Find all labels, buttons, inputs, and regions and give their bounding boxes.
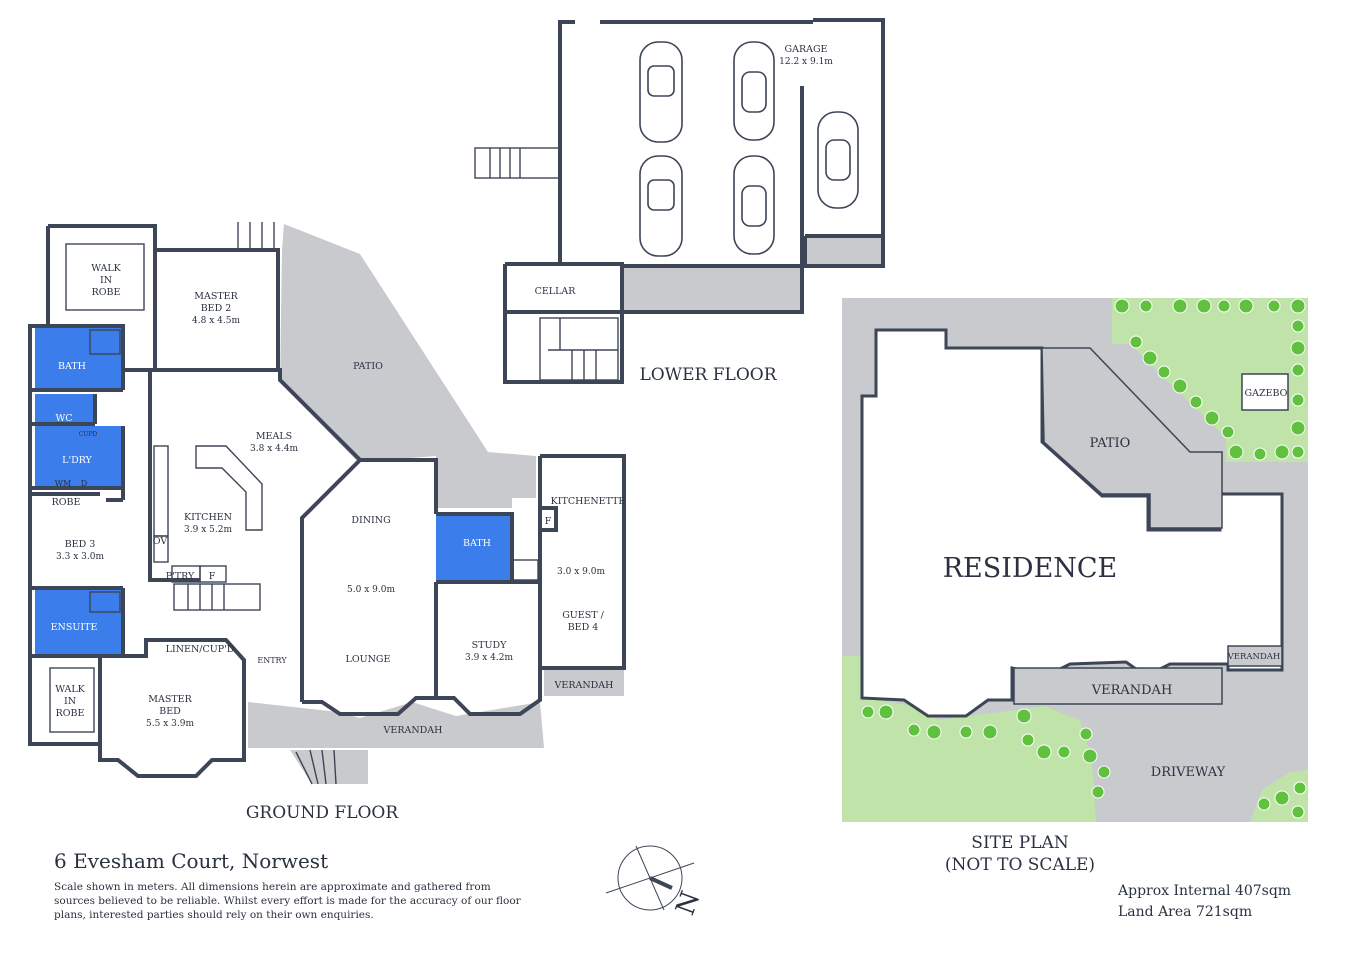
linen-label: LINEN/CUP'D — [166, 644, 235, 655]
rear-lawn — [1112, 298, 1308, 462]
site-plan-note: (NOT TO SCALE) — [945, 855, 1095, 875]
walk-in-robe2-label-3: ROBE — [56, 708, 85, 719]
cupd-label: CUPD — [79, 431, 98, 438]
land-area: Land Area 721sqm — [1118, 904, 1253, 920]
disclaimer-text: Scale shown in meters. All dimensions he… — [54, 881, 521, 921]
dining-label: DINING — [351, 515, 390, 526]
front-lawn — [842, 656, 1096, 822]
site-verandah-label: VERANDAH — [1091, 683, 1173, 698]
meals-label: MEALS — [256, 431, 292, 442]
site-verandah — [1013, 667, 1223, 705]
walk-in-robe-label-2: IN — [100, 275, 112, 286]
ground-floor-plan: WALK IN ROBE MASTER BED 2 4.8 x 4.5m PAT… — [28, 222, 626, 785]
internal-area: Approx Internal 407sqm — [1118, 883, 1292, 899]
front-steps-area — [290, 750, 368, 784]
patio-label: PATIO — [353, 361, 383, 372]
master-bed2-label-2: BED 2 — [201, 303, 232, 314]
lounge-label: LOUNGE — [346, 654, 391, 665]
residence-footprint — [860, 328, 1284, 718]
bath2-label: BATH — [463, 538, 491, 549]
verandah-label: VERANDAH — [383, 725, 443, 736]
driveway-label: DRIVEWAY — [1151, 765, 1226, 780]
walk-in-robe2-label-2: IN — [64, 696, 76, 707]
laundry-label: L'DRY — [62, 455, 92, 466]
garage-cars — [639, 41, 859, 257]
gazebo-box — [1241, 373, 1289, 411]
gazebo-label: GAZEBO — [1245, 388, 1288, 399]
kitchenette-fridge-label: F — [545, 516, 552, 527]
lower-stairs — [474, 147, 619, 381]
walk-in-robe-label-3: ROBE — [92, 287, 121, 298]
meals-dimensions: 3.8 x 4.4m — [250, 444, 298, 454]
ensuite-label: ENSUITE — [51, 622, 98, 633]
side-verandah-area — [544, 668, 624, 696]
master-bed-label-1: MASTER — [148, 694, 192, 705]
guest-dimensions: 3.0 x 9.0m — [557, 567, 605, 577]
guest-label-2: BED 4 — [568, 622, 599, 633]
dining-dimensions: 5.0 x 9.0m — [347, 585, 395, 595]
oven-label: OV — [153, 536, 168, 547]
master-bed-label-2: BED — [159, 706, 181, 717]
patio-area — [280, 224, 536, 508]
ground-floor-title: GROUND FLOOR — [246, 803, 400, 823]
guest-label-1: GUEST / — [562, 610, 604, 621]
pantry-label: P'TRY — [166, 571, 195, 582]
lower-floor-title: LOWER FLOOR — [639, 365, 777, 385]
study-dimensions: 3.9 x 4.2m — [465, 653, 513, 663]
master-bed-dimensions: 5.5 x 3.9m — [146, 719, 194, 729]
laundry-area — [35, 426, 123, 488]
kitchen-dimensions: 3.9 x 5.2m — [184, 525, 232, 535]
residence-label: RESIDENCE — [943, 553, 1118, 584]
site-plan: RESIDENCE PATIO GAZEBO VERANDAH VERANDAH… — [842, 298, 1308, 822]
study-label: STUDY — [472, 640, 507, 651]
site-verandah-small-label: VERANDAH — [1227, 652, 1281, 662]
wc-area — [35, 394, 95, 424]
cellar-label: CELLAR — [535, 286, 577, 297]
garage-bay-apron — [805, 236, 883, 266]
entry-label: ENTRY — [257, 656, 287, 665]
site-plan-title: SITE PLAN — [971, 833, 1069, 853]
fridge-label: F — [209, 571, 216, 582]
bath1-area — [35, 328, 123, 390]
walk-in-robe-label-1: WALK — [91, 263, 121, 274]
master-bed2-label-1: MASTER — [194, 291, 238, 302]
compass-north-label: N — [670, 887, 706, 919]
bath1-label: BATH — [58, 361, 86, 372]
bed3-label: BED 3 — [65, 539, 96, 550]
wc-label: WC — [55, 413, 72, 424]
site-patio-label: PATIO — [1090, 436, 1131, 451]
master-bed2-dimensions: 4.8 x 4.5m — [192, 316, 240, 326]
verandah-area — [248, 702, 544, 748]
site-patio — [1041, 347, 1223, 529]
ground-labels: WALK IN ROBE MASTER BED 2 4.8 x 4.5m PAT… — [51, 263, 626, 736]
ensuite-area — [35, 590, 123, 654]
garage-label: GARAGE — [785, 44, 828, 55]
property-address: 6 Evesham Court, Norwest — [54, 849, 329, 873]
kitchen-label: KITCHEN — [184, 512, 232, 523]
internal-stairs — [173, 222, 337, 785]
garden-shrubs — [861, 298, 1307, 819]
bath2-area — [436, 514, 512, 582]
walk-in-robe2-label-1: WALK — [55, 684, 85, 695]
site-verandah-small — [1227, 645, 1283, 667]
lower-floor-plan: GARAGE 12.2 x 9.1m CELLAR — [474, 18, 885, 384]
robe-label: ROBE — [52, 497, 81, 508]
dryer-label: D — [81, 479, 87, 488]
kitchenette-label: KITCHENETTE — [551, 496, 626, 507]
compass-icon: N — [605, 845, 706, 919]
garage-dimensions: 12.2 x 9.1m — [779, 57, 833, 67]
wm-label: WM — [55, 479, 71, 488]
garage-apron — [622, 266, 802, 312]
side-verandah-label: VERANDAH — [554, 680, 614, 691]
bed3-dimensions: 3.3 x 3.0m — [56, 552, 104, 562]
